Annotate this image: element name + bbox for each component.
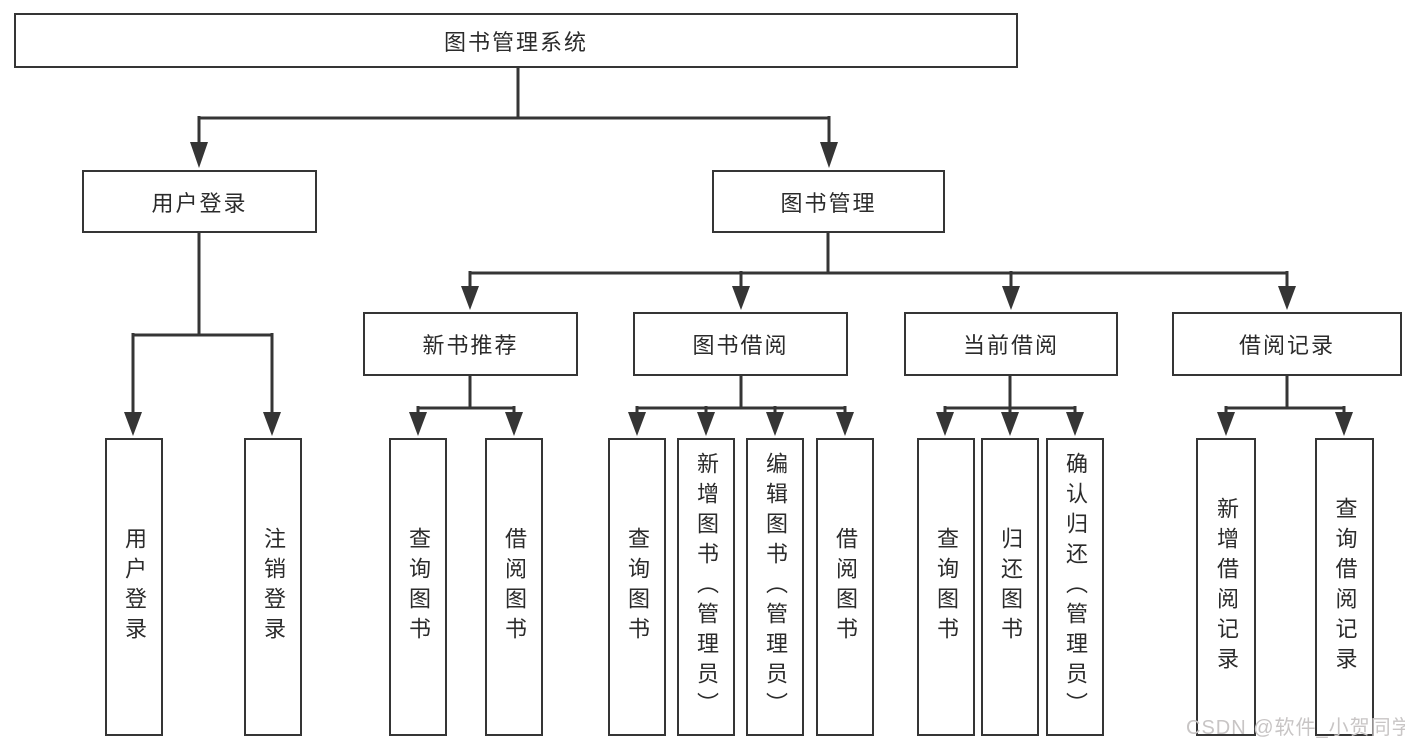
- node-library-system: 图书管理系统: [14, 13, 1018, 68]
- leaf-edit-books-admin-label: 编辑图书（管理员）: [763, 452, 788, 722]
- node-user-login: 用户登录: [82, 170, 317, 233]
- leaf-query-borrow-record-label: 查询借阅记录: [1332, 497, 1358, 677]
- leaf-add-books-admin-label: 新增图书（管理员）: [694, 452, 719, 722]
- leaf-query-books-borrow-label: 查询图书: [625, 527, 650, 647]
- leaf-user-login-label: 用户登录: [122, 527, 147, 647]
- leaf-query-books-newrec: 查询图书: [389, 438, 447, 736]
- node-book-management: 图书管理: [712, 170, 945, 233]
- leaf-query-borrow-record: 查询借阅记录: [1315, 438, 1374, 736]
- leaf-logout-login-label: 注销登录: [261, 527, 286, 647]
- leaf-logout-login: 注销登录: [244, 438, 302, 736]
- leaf-add-borrow-record-label: 新增借阅记录: [1214, 497, 1239, 677]
- node-book-borrowing: 图书借阅: [633, 312, 848, 376]
- leaf-borrow-books-newrec: 借阅图书: [485, 438, 543, 736]
- leaf-add-books-admin: 新增图书（管理员）: [677, 438, 735, 736]
- node-new-book-recommend: 新书推荐: [363, 312, 578, 376]
- leaf-query-books-newrec-label: 查询图书: [406, 527, 431, 647]
- leaf-query-books-borrow: 查询图书: [608, 438, 666, 736]
- leaf-user-login: 用户登录: [105, 438, 163, 736]
- leaf-add-borrow-record: 新增借阅记录: [1196, 438, 1256, 736]
- leaf-borrow-books-label: 借阅图书: [833, 527, 858, 647]
- leaf-return-books-label: 归还图书: [998, 527, 1023, 647]
- leaf-borrow-books: 借阅图书: [816, 438, 874, 736]
- leaf-query-books-current: 查询图书: [917, 438, 975, 736]
- leaf-query-books-current-label: 查询图书: [934, 527, 959, 647]
- leaf-borrow-books-newrec-label: 借阅图书: [502, 527, 527, 647]
- csdn-watermark: CSDN @软件_小贺同学: [1186, 717, 1405, 739]
- leaf-confirm-return-admin: 确认归还（管理员）: [1046, 438, 1104, 736]
- node-borrow-records: 借阅记录: [1172, 312, 1402, 376]
- leaf-return-books: 归还图书: [981, 438, 1039, 736]
- node-current-borrowing: 当前借阅: [904, 312, 1118, 376]
- leaf-confirm-return-admin-label: 确认归还（管理员）: [1063, 452, 1088, 722]
- leaf-edit-books-admin: 编辑图书（管理员）: [746, 438, 804, 736]
